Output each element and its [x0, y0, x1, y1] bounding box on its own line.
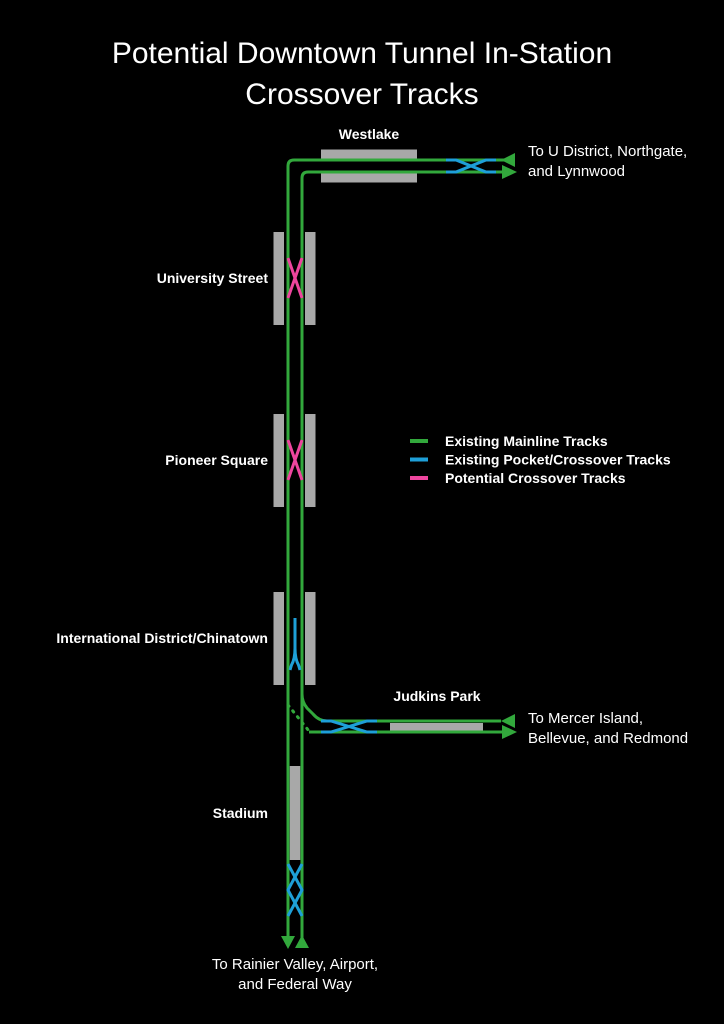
westlake-station: Westlake [321, 126, 496, 183]
international-district-station: International District/Chinatown [56, 592, 316, 685]
station-label-university-street: University Street [157, 270, 269, 286]
judkins-park-station: Judkins Park [321, 688, 483, 734]
platform [273, 232, 284, 325]
legend-label-potential: Potential Crossover Tracks [445, 470, 626, 486]
mainline-tracks [286, 158, 515, 948]
arrow-right-icon [502, 165, 517, 179]
destination-east-line2: Bellevue, and Redmond [528, 730, 688, 747]
legend-label-pocket: Existing Pocket/Crossover Tracks [445, 452, 671, 468]
platform [289, 766, 301, 860]
arrow-left-icon [501, 153, 515, 167]
existing-crossover [286, 863, 304, 917]
south-double-crossover [286, 863, 304, 917]
platform [321, 173, 417, 183]
legend-label-mainline: Existing Mainline Tracks [445, 433, 608, 449]
platform [305, 414, 316, 507]
platform [321, 149, 417, 159]
direction-arrows [281, 153, 517, 949]
page-title-line2: Crossover Tracks [245, 78, 478, 111]
destination-south-line1: To Rainier Valley, Airport, [212, 956, 378, 973]
platform [305, 592, 316, 685]
destination-east-line1: To Mercer Island, [528, 710, 643, 727]
destination-north-line2: and Lynnwood [528, 163, 625, 180]
existing-crossover [286, 863, 304, 917]
platform [390, 723, 483, 731]
stadium-station: Stadium [213, 766, 301, 860]
arrow-left-icon [501, 714, 515, 728]
potential-crossover [286, 257, 304, 299]
arrow-down-icon [281, 936, 295, 949]
pioneer-square-station: Pioneer Square [165, 414, 316, 507]
dotted-branch-connection [286, 703, 311, 733]
station-label-international-district: International District/Chinatown [56, 630, 268, 646]
arrow-right-icon [502, 725, 517, 739]
station-label-stadium: Stadium [213, 805, 268, 821]
station-label-westlake: Westlake [339, 126, 400, 142]
destination-south-line2: and Federal Way [238, 976, 352, 993]
legend: Existing Mainline Tracks Existing Pocket… [410, 433, 671, 486]
page-title-line1: Potential Downtown Tunnel In-Station [112, 37, 612, 70]
northbound-mainline-track [300, 170, 502, 948]
platform [305, 232, 316, 325]
station-label-judkins-park: Judkins Park [393, 688, 480, 704]
existing-crossover [446, 158, 496, 174]
platform [273, 592, 284, 685]
arrow-up-icon [295, 935, 309, 948]
platform [273, 414, 284, 507]
station-label-pioneer-square: Pioneer Square [165, 452, 268, 468]
university-street-station: University Street [157, 232, 316, 325]
potential-crossover [286, 439, 304, 481]
existing-crossover [321, 719, 377, 734]
southbound-mainline-track [286, 158, 515, 936]
destination-labels: To U District, Northgate, and Lynnwood T… [212, 143, 688, 993]
destination-north-line1: To U District, Northgate, [528, 143, 687, 160]
existing-pocket-track [293, 647, 302, 671]
